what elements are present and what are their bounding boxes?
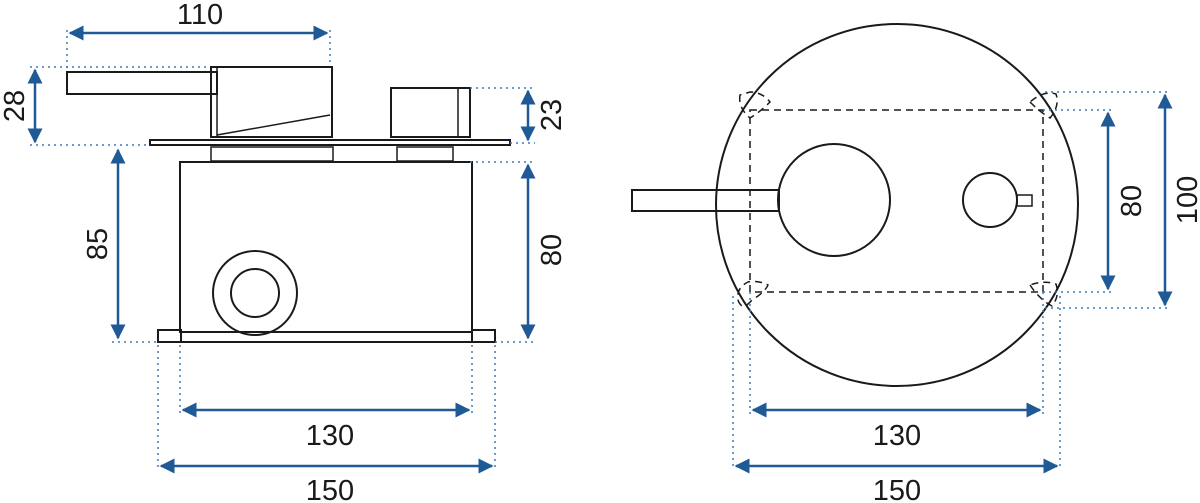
knob xyxy=(390,87,471,138)
front-diverter-knob xyxy=(962,172,1018,228)
front-extension-lines xyxy=(732,91,1170,470)
dim-handle-height: 28 xyxy=(0,90,31,122)
hidden-corner-feet xyxy=(736,91,1059,307)
body-connectors xyxy=(210,146,454,162)
front-diverter-tab xyxy=(1016,194,1033,207)
front-dim-inner-height: 80 xyxy=(1116,185,1148,217)
handle-lever xyxy=(66,71,218,95)
dim-inner-width: 130 xyxy=(306,420,354,452)
dim-knob-height: 23 xyxy=(536,99,568,131)
front-handle-hub xyxy=(777,143,891,257)
dim-inner-height: 80 xyxy=(536,234,568,266)
front-view: 80 100 130 150 xyxy=(631,23,1200,503)
right-foot xyxy=(471,329,496,343)
pipe-port-outer xyxy=(212,250,298,336)
hidden-box-outline xyxy=(749,109,1044,293)
front-dim-inner-width: 130 xyxy=(873,420,921,452)
front-handle-lever xyxy=(631,189,780,212)
side-extension-lines xyxy=(30,30,535,470)
box-body xyxy=(179,161,473,333)
side-view: 110 28 23 85 80 130 150 xyxy=(0,0,568,503)
handle-hub xyxy=(210,66,333,138)
dim-outer-width: 150 xyxy=(306,475,354,503)
cover-plate-circle xyxy=(715,23,1079,387)
side-dimension-lines xyxy=(27,25,536,474)
front-dim-outer-width: 150 xyxy=(873,475,921,503)
dim-body-height: 85 xyxy=(82,228,114,260)
dim-top-width: 110 xyxy=(177,0,223,31)
pipe-port-inner xyxy=(230,268,280,318)
front-dimension-lines xyxy=(734,93,1173,474)
left-foot xyxy=(157,329,182,343)
cover-plate xyxy=(149,139,511,146)
front-dim-outer-height: 100 xyxy=(1172,176,1200,224)
